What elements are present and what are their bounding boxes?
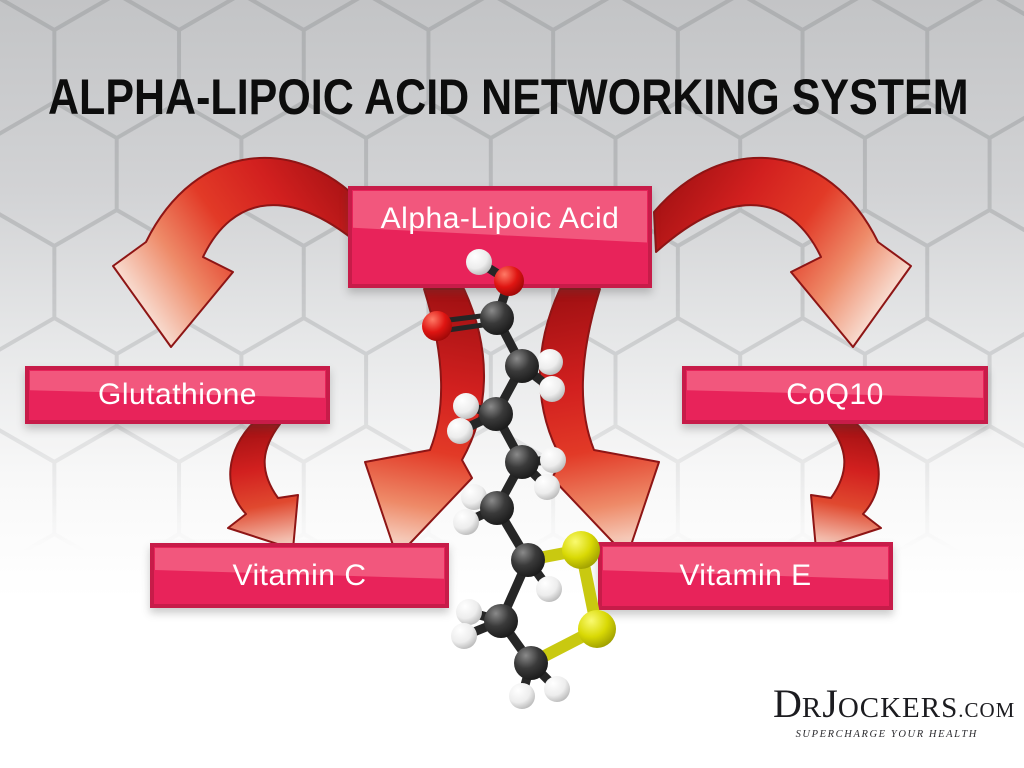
node-label: Vitamin C — [232, 558, 367, 592]
logo-part: R — [801, 692, 823, 724]
logo-text: DRJOCKERS.COM — [773, 681, 1014, 733]
molecule-atoms — [422, 249, 616, 709]
node-vitamin-c: Vitamin C — [150, 543, 449, 608]
brand-logo: DRJOCKERS.COM SUPERCHARGE YOUR HEALTH — [773, 681, 1014, 741]
node-vitamin-e: Vitamin E — [598, 542, 893, 610]
node-glutathione: Glutathione — [25, 366, 330, 424]
node-coq10: CoQ10 — [682, 366, 988, 424]
logo-tagline: SUPERCHARGE YOUR HEALTH — [795, 729, 978, 740]
logo-part: OCKERS — [837, 692, 959, 724]
arrow-ala-to-vitamin-c — [364, 288, 485, 558]
logo-part: D — [773, 681, 802, 726]
logo-part: J — [822, 681, 838, 726]
arrow-ala-to-glutathione — [112, 156, 371, 348]
node-label: CoQ10 — [786, 378, 884, 411]
arrow-ala-to-coq10 — [653, 156, 912, 348]
logo-part: .COM — [958, 698, 1016, 722]
diagram-title: ALPHA-LIPOIC ACID NETWORKING SYSTEM — [48, 69, 969, 125]
node-label: Alpha-Lipoic Acid — [380, 202, 620, 235]
node-label: Glutathione — [98, 378, 257, 411]
node-label: Vitamin E — [679, 559, 812, 592]
